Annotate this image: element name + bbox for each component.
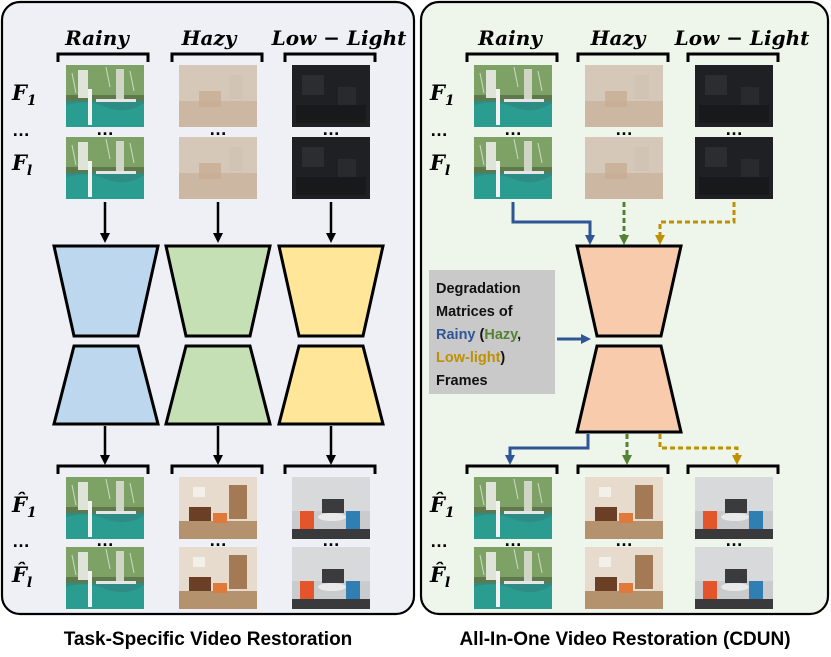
rainy-input-arrow	[511, 202, 595, 245]
right-col-header-hazy: Hazy	[590, 26, 647, 50]
left-out-rainy-ellipsis: …	[96, 530, 114, 550]
right-hazy-thumb-1	[585, 65, 663, 127]
right-out-rainy-ellipsis: …	[504, 530, 522, 550]
left-hazy-ellipsis: …	[209, 119, 227, 139]
right-output-brackets	[465, 464, 780, 474]
lowlight-output-arrow	[658, 434, 742, 465]
left-out-hazy-l	[179, 547, 257, 609]
lowlight-decoder	[277, 344, 385, 426]
left-out-rainy-l	[66, 547, 144, 609]
left-caption: Task-Specific Video Restoration	[64, 629, 353, 650]
degradation-box	[429, 270, 555, 394]
right-dark-thumb-1	[695, 65, 773, 127]
left-output-brackets	[56, 464, 377, 474]
right-out-hazy-l	[585, 547, 663, 609]
unified-network	[575, 244, 683, 434]
right-label-dots-in: …	[430, 120, 448, 140]
right-rainy-thumb-1	[474, 65, 552, 127]
right-col-header-lowlight: Low − Light	[674, 26, 810, 50]
lowlight-encoder	[277, 244, 385, 338]
left-rainy-ellipsis: …	[96, 119, 114, 139]
left-label-F1: F1	[11, 80, 37, 109]
left-out-hazy-ellipsis: …	[209, 530, 227, 550]
right-label-Fl-hat: F̂l	[429, 562, 450, 591]
right-rainy-thumb-l	[474, 137, 552, 199]
unified-decoder	[575, 344, 683, 434]
right-caption: All-In-One Video Restoration (CDUN)	[459, 629, 790, 650]
right-rainy-ellipsis: …	[504, 119, 522, 139]
unified-encoder	[575, 244, 683, 338]
degradation-line4: Low-light)	[436, 350, 505, 366]
degradation-line5: Frames	[436, 373, 488, 389]
rainy-encoder	[52, 244, 160, 338]
rainy-output-arrow	[505, 434, 590, 465]
left-output-arrows	[100, 426, 336, 465]
hazy-encoder	[164, 244, 272, 338]
left-input-arrows	[100, 202, 336, 243]
degradation-line3: Rainy (Hazy,	[436, 327, 521, 343]
hazy-decoder	[164, 344, 272, 426]
degradation-line1: Degradation	[436, 281, 521, 297]
right-out-dark-l	[695, 547, 773, 609]
left-dark-thumb-l	[292, 137, 370, 199]
left-hazy-thumb-1	[179, 65, 257, 127]
right-label-dots-out: …	[430, 531, 448, 551]
left-networks	[52, 244, 385, 426]
right-out-hazy-ellipsis: …	[615, 530, 633, 550]
right-label-F1-hat: F̂1	[429, 492, 455, 521]
right-hazy-thumb-l	[585, 137, 663, 199]
right-label-Fl: Fl	[429, 150, 450, 179]
right-out-dark-ellipsis: …	[725, 530, 743, 550]
left-col-header-hazy: Hazy	[181, 26, 238, 50]
left-label-dots-out: …	[12, 531, 30, 551]
left-label-Fl: Fl	[11, 150, 32, 179]
degradation-line2: Matrices of	[436, 304, 513, 320]
left-rainy-thumb-l	[66, 137, 144, 199]
left-label-Fl-hat: F̂l	[11, 562, 32, 591]
right-hazy-ellipsis: …	[615, 119, 633, 139]
right-label-F1: F1	[429, 80, 455, 109]
left-dark-thumb-1	[292, 65, 370, 127]
left-col-header-rainy: Rainy	[64, 26, 130, 50]
left-hazy-thumb-l	[179, 137, 257, 199]
right-dark-ellipsis: …	[725, 119, 743, 139]
left-out-dark-l	[292, 547, 370, 609]
left-out-dark-ellipsis: …	[322, 530, 340, 550]
right-dark-thumb-l	[695, 137, 773, 199]
right-col-header-rainy: Rainy	[477, 26, 543, 50]
left-label-dots-in: …	[12, 120, 30, 140]
right-input-brackets	[465, 52, 780, 62]
left-rainy-thumb-1	[66, 65, 144, 127]
left-dark-ellipsis: …	[322, 119, 340, 139]
left-label-F1-hat: F̂1	[11, 492, 37, 521]
rainy-decoder	[52, 344, 160, 426]
right-out-rainy-l	[474, 547, 552, 609]
left-col-header-lowlight: Low − Light	[271, 26, 407, 50]
lowlight-input-arrow	[655, 202, 736, 245]
left-input-brackets	[56, 52, 377, 62]
